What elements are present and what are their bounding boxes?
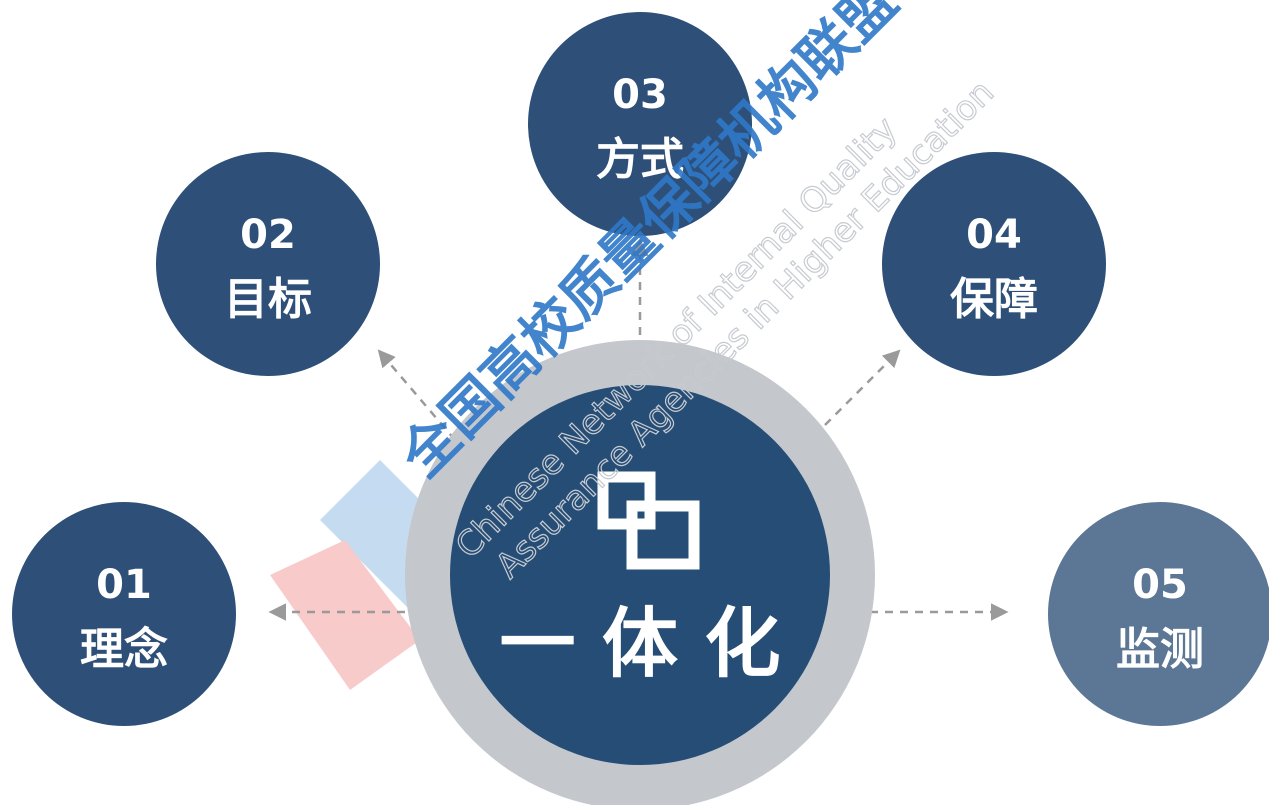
node-02-label: 目标 bbox=[224, 274, 312, 325]
overlapping-squares-icon bbox=[597, 471, 700, 570]
node-04-number: 04 bbox=[966, 212, 1022, 258]
node-05: 05 监测 bbox=[1048, 502, 1269, 726]
center-hub: 一 体 化 bbox=[405, 340, 875, 805]
node-03-label: 方式 bbox=[596, 134, 684, 185]
center-label: 一 体 化 bbox=[500, 599, 781, 688]
node-05-number: 05 bbox=[1132, 562, 1188, 608]
node-02-number: 02 bbox=[240, 212, 296, 258]
connectors bbox=[268, 238, 1009, 621]
node-04-label: 保障 bbox=[950, 274, 1038, 325]
node-03: 03 方式 bbox=[528, 12, 752, 236]
node-01-number: 01 bbox=[96, 562, 152, 608]
node-01-label: 理念 bbox=[80, 624, 168, 675]
node-05-label: 监测 bbox=[1116, 624, 1204, 675]
node-04: 04 保障 bbox=[882, 152, 1106, 376]
node-01: 01 理念 bbox=[12, 502, 236, 726]
arrow-to-04 bbox=[824, 349, 901, 426]
node-02: 02 目标 bbox=[156, 152, 380, 376]
arrow-to-02 bbox=[377, 349, 456, 441]
node-03-number: 03 bbox=[612, 72, 668, 118]
center-core bbox=[450, 385, 830, 765]
